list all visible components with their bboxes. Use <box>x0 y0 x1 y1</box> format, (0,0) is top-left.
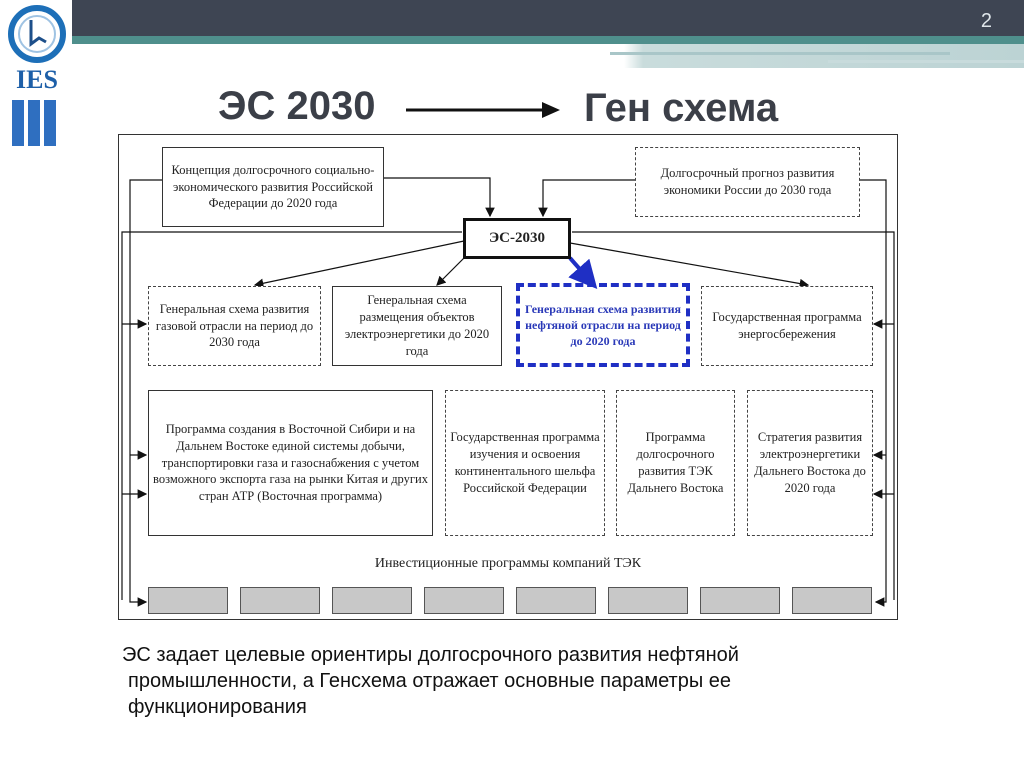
slide-number: 2 <box>980 10 992 32</box>
box-es-2030: ЭС-2030 <box>463 218 571 259</box>
title-arrow-icon <box>406 102 560 118</box>
header-light-band <box>72 44 1024 68</box>
slide-caption: ЭС задает целевые ориентиры долгосрочног… <box>122 642 982 720</box>
company-program-cell <box>516 587 596 614</box>
company-program-cell <box>332 587 412 614</box>
box-eastern-program: Программа создания в Восточной Сибири и … <box>148 390 433 536</box>
header-decor-line <box>828 60 1024 63</box>
caption-line: промышленности, а Генсхема отражает осно… <box>128 670 732 692</box>
logo-text: IES <box>16 65 58 94</box>
company-program-cell <box>700 587 780 614</box>
company-program-cell <box>240 587 320 614</box>
company-program-cell <box>608 587 688 614</box>
box-concept-2020: Концепция долгосрочного социально-эконом… <box>162 147 384 227</box>
box-gas-scheme: Генеральная схема развития газовой отрас… <box>148 286 321 366</box>
caption-line: ЭС задает целевые ориентиры долгосрочног… <box>122 644 739 666</box>
ies-logo: IES <box>8 5 66 146</box>
diagram-frame <box>118 134 898 620</box>
box-fareast-power: Стратегия развития электроэнергетики Дал… <box>747 390 873 536</box>
header-decor-line <box>610 52 950 55</box>
box-shelf-program: Государственная программа изучения и осв… <box>445 390 605 536</box>
title-es2030: ЭС 2030 <box>218 84 376 128</box>
company-program-cell <box>148 587 228 614</box>
box-forecast-2030: Долгосрочный прогноз развития экономики … <box>635 147 860 217</box>
caption-line: функционирования <box>128 696 307 718</box>
box-power-scheme: Генеральная схема размещения объектов эл… <box>332 286 502 366</box>
company-program-cell <box>792 587 872 614</box>
investment-programs-label: Инвестиционные программы компаний ТЭК <box>374 556 642 571</box>
box-fareast-tek: Программа долгосрочного развития ТЭК Дал… <box>616 390 735 536</box>
header-band <box>72 0 1024 36</box>
box-oil-scheme: Генеральная схема развития нефтяной отра… <box>516 283 690 367</box>
title-gen-schema: Ген схема <box>584 86 779 130</box>
company-program-cell <box>424 587 504 614</box>
box-energy-saving: Государственная программа энергосбережен… <box>701 286 873 366</box>
header-accent-band <box>72 36 1024 44</box>
